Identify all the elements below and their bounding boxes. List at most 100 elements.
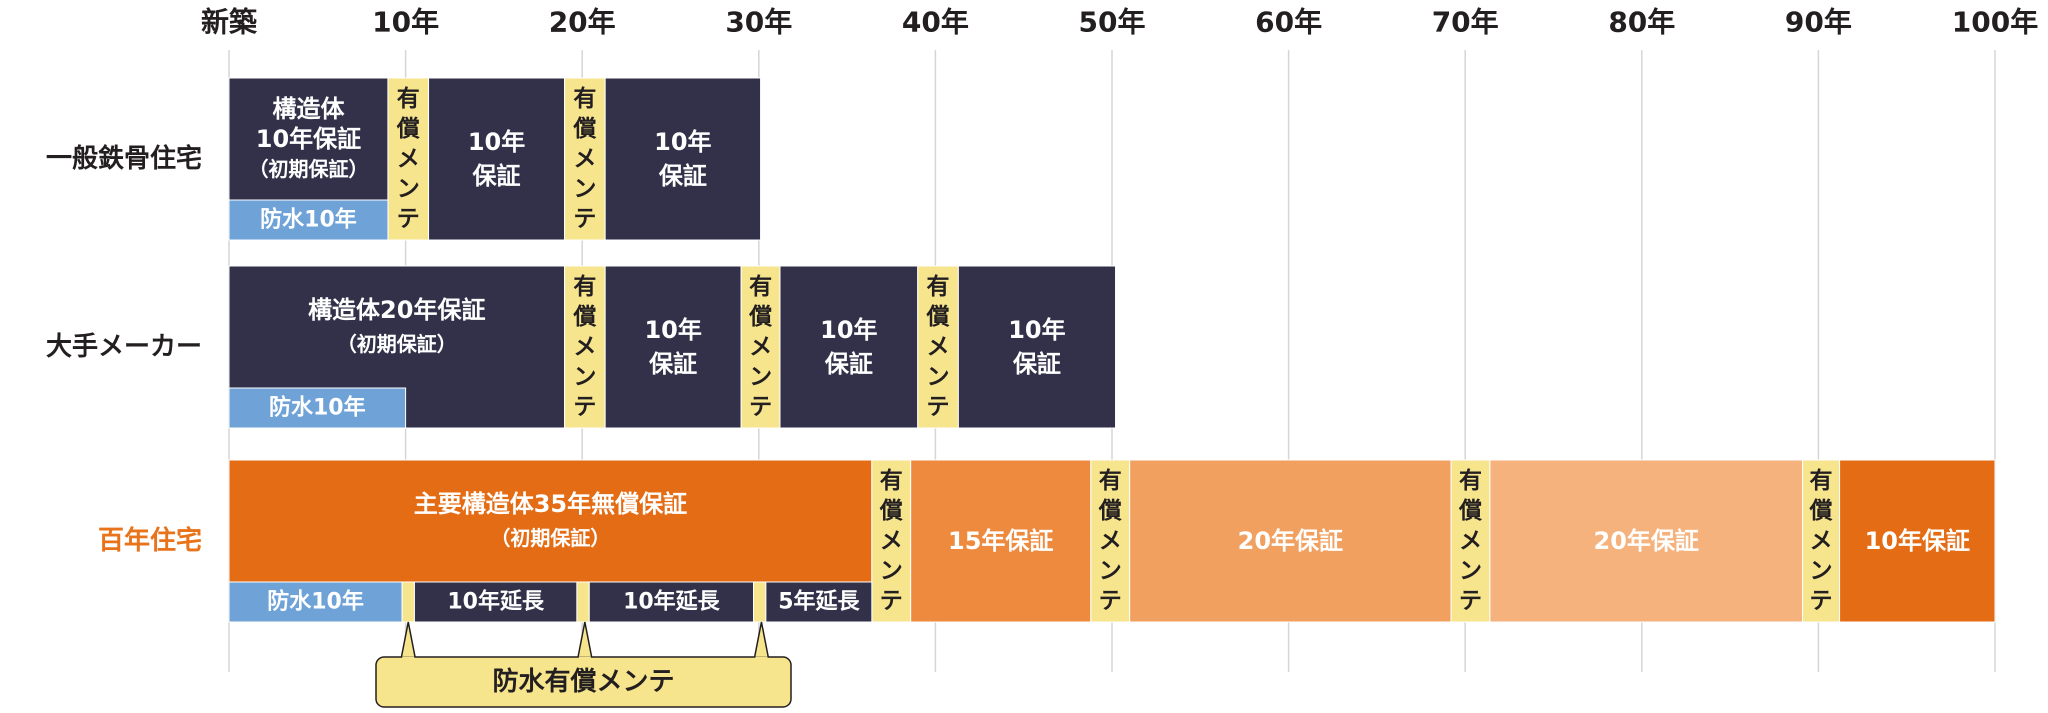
warranty-label: 10年 [654, 128, 711, 156]
paid-maintenance-segment [387, 77, 430, 241]
paid-maintenance-label: 償 [1458, 498, 1482, 524]
warranty-label: 10年保証 [256, 125, 361, 153]
paid-maintenance-label: テ [880, 588, 903, 614]
warranty-label: （初期保証） [248, 157, 368, 181]
warranty-label: 10年 [820, 316, 877, 344]
warranty-label: 主要構造体35年無償保証 [414, 490, 687, 518]
warranty-label: 構造体20年保証 [308, 296, 485, 324]
warranty-segment [604, 265, 742, 429]
waterproof-segment [228, 387, 407, 429]
x-tick-label: 新築 [201, 6, 258, 39]
x-tick-label: 70年 [1432, 6, 1499, 39]
warranty-segment [910, 459, 1092, 623]
callout-join [755, 656, 768, 660]
paid-maintenance-segment [564, 265, 606, 429]
paid-maintenance-label: テ [1459, 588, 1482, 614]
x-tick-label: 20年 [549, 6, 616, 39]
paid-maintenance-label: 償 [879, 498, 903, 524]
warranty-label: 保証 [648, 350, 697, 378]
warranty-label: 保証 [824, 350, 873, 378]
waterproof-segment [228, 199, 389, 241]
warranty-label: 10年 [1008, 316, 1065, 344]
row-label: 百年住宅 [98, 525, 202, 556]
paid-maintenance-label: テ [573, 394, 596, 420]
warranty-segment [1489, 459, 1804, 623]
callout-pointer [753, 621, 770, 659]
warranty-segment [428, 77, 566, 241]
paid-maintenance-label: テ [1810, 588, 1833, 614]
callout-join [402, 656, 415, 660]
sub-segment-label: 防水10年 [260, 207, 357, 233]
waterproof-maintenance-segment [753, 581, 767, 623]
sub-segment-label: 防水10年 [267, 589, 364, 615]
paid-maintenance-label: メ [573, 146, 596, 172]
warranty-label: 20年保証 [1238, 527, 1343, 555]
x-tick-label: 10年 [372, 6, 439, 39]
paid-maintenance-label: 償 [1809, 498, 1833, 524]
warranty-label: 保証 [658, 162, 707, 190]
warranty-segment [779, 265, 919, 429]
paid-maintenance-label: 有 [749, 273, 772, 300]
paid-maintenance-label: 償 [1098, 498, 1122, 524]
paid-maintenance-label: ン [880, 558, 903, 584]
warranty-label: 保証 [472, 162, 521, 190]
warranty-label: 20年保証 [1594, 527, 1699, 555]
callout-label: 防水有償メンテ [492, 667, 674, 697]
paid-maintenance-segment [1450, 459, 1491, 623]
paid-maintenance-label: メ [1099, 528, 1122, 554]
paid-maintenance-label: メ [880, 528, 903, 554]
paid-maintenance-label: テ [749, 394, 772, 420]
row-label: 一般鉄骨住宅 [46, 143, 202, 174]
x-tick-label: 100年 [1952, 6, 2038, 39]
paid-maintenance-label: 有 [1099, 467, 1122, 494]
paid-maintenance-label: テ [927, 394, 950, 420]
warranty-segment [604, 77, 762, 241]
paid-maintenance-label: ン [749, 364, 772, 390]
x-tick-label: 60年 [1255, 6, 1322, 39]
callout-pointer [577, 621, 593, 659]
warranty-label: （初期保証） [337, 332, 457, 356]
paid-maintenance-label: 償 [926, 304, 950, 330]
paid-maintenance-label: メ [1810, 528, 1833, 554]
warranty-label: 構造体 [272, 95, 345, 123]
paid-maintenance-segment [871, 459, 912, 623]
paid-maintenance-label: 償 [572, 116, 596, 142]
paid-maintenance-label: メ [1459, 528, 1482, 554]
extension-segment [413, 581, 578, 623]
extension-segment [765, 581, 873, 623]
callout-pointer [400, 621, 416, 659]
paid-maintenance-label: ン [1459, 558, 1482, 584]
paid-maintenance-label: ン [397, 176, 420, 202]
paid-maintenance-label: 有 [573, 273, 596, 300]
sub-segment-label: 10年延長 [447, 589, 545, 615]
paid-maintenance-segment [1090, 459, 1131, 623]
x-tick-label: 80年 [1608, 6, 1675, 39]
warranty-segment [957, 265, 1117, 429]
waterproof-segment [228, 581, 403, 623]
paid-maintenance-label: メ [573, 334, 596, 360]
paid-maintenance-label: 有 [573, 85, 596, 112]
extension-segment [588, 581, 755, 623]
x-tick-label: 90年 [1785, 6, 1852, 39]
paid-maintenance-label: ン [1099, 558, 1122, 584]
paid-maintenance-label: 有 [927, 273, 950, 300]
sub-segment-label: 5年延長 [778, 589, 860, 615]
warranty-label: 15年保証 [948, 527, 1053, 555]
paid-maintenance-label: テ [1099, 588, 1122, 614]
paid-maintenance-label: 償 [572, 304, 596, 330]
sub-segment-label: 防水10年 [269, 395, 366, 421]
waterproof-maintenance-segment [576, 581, 590, 623]
paid-maintenance-label: ン [927, 364, 950, 390]
paid-maintenance-label: 償 [748, 304, 772, 330]
paid-maintenance-label: ン [573, 364, 596, 390]
paid-maintenance-label: メ [927, 334, 950, 360]
warranty-label: （初期保証） [490, 526, 610, 550]
paid-maintenance-label: 有 [1810, 467, 1833, 494]
paid-maintenance-label: ン [573, 176, 596, 202]
paid-maintenance-label: 有 [880, 467, 903, 494]
warranty-segment [1839, 459, 1996, 623]
paid-maintenance-segment [740, 265, 781, 429]
row-label: 大手メーカー [46, 332, 202, 362]
